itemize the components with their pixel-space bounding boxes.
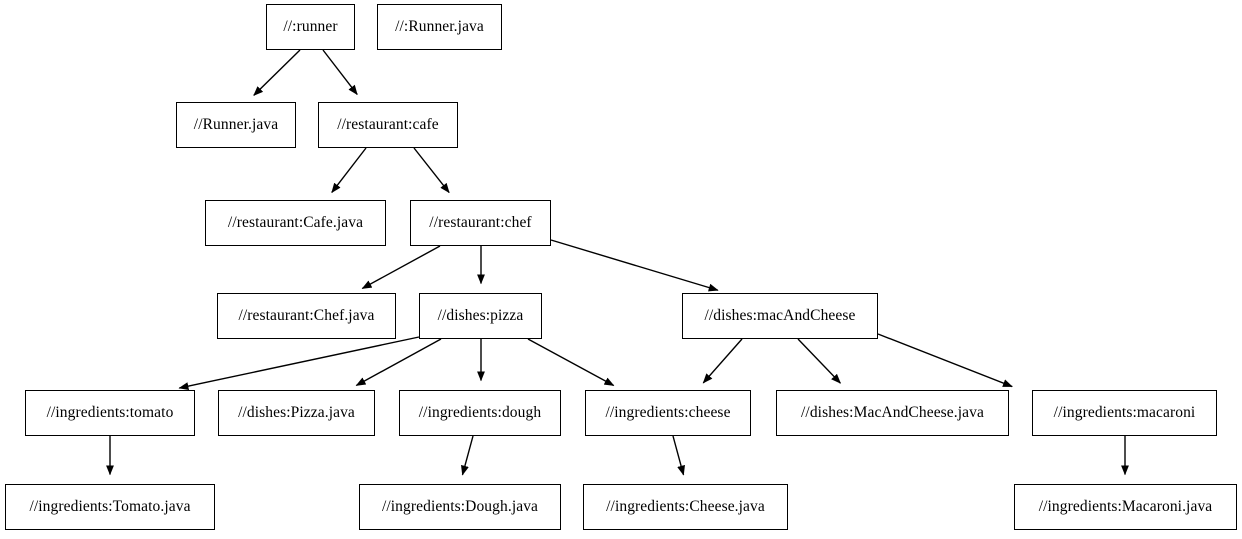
graph-node-label: //dishes:MacAndCheese.java [801, 404, 984, 422]
graph-node-chef[interactable]: //restaurant:chef [410, 200, 551, 246]
graph-node-tomato_java[interactable]: //ingredients:Tomato.java [5, 484, 215, 530]
graph-node-macaroni[interactable]: //ingredients:macaroni [1032, 390, 1217, 436]
graph-node-label: //ingredients:Macaroni.java [1038, 498, 1213, 516]
graph-node-label: //dishes:pizza [437, 307, 524, 325]
graph-node-label: //ingredients:tomato [46, 404, 174, 422]
graph-node-runner[interactable]: //:runner [266, 4, 355, 50]
graph-node-label: //ingredients:cheese [605, 404, 731, 422]
graph-node-runner_java[interactable]: //Runner.java [176, 102, 296, 148]
graph-node-label: //dishes:macAndCheese [704, 307, 856, 325]
graph-node-chef_java[interactable]: //restaurant:Chef.java [217, 293, 396, 339]
graph-node-label: //restaurant:cafe [337, 116, 439, 134]
graph-node-label: //Runner.java [193, 116, 279, 134]
graph-node-macaroni_java[interactable]: //ingredients:Macaroni.java [1014, 484, 1237, 530]
graph-node-cheese_java[interactable]: //ingredients:Cheese.java [583, 484, 788, 530]
graph-node-mac_and_cheese_java[interactable]: //dishes:MacAndCheese.java [776, 390, 1009, 436]
graph-node-label: //restaurant:Chef.java [238, 307, 375, 325]
graph-node-cheese[interactable]: //ingredients:cheese [585, 390, 751, 436]
graph-node-label: //ingredients:macaroni [1053, 404, 1196, 422]
graph-node-root_runner_java[interactable]: //:Runner.java [377, 4, 502, 50]
graph-node-label: //restaurant:Cafe.java [227, 214, 364, 232]
graph-node-label: //ingredients:Dough.java [381, 498, 539, 516]
graph-node-mac_and_cheese[interactable]: //dishes:macAndCheese [682, 293, 878, 339]
graph-node-label: //:Runner.java [395, 18, 484, 36]
graph-node-label: //ingredients:Tomato.java [29, 498, 191, 516]
graph-node-tomato[interactable]: //ingredients:tomato [25, 390, 195, 436]
graph-node-dough[interactable]: //ingredients:dough [399, 390, 561, 436]
graph-node-label: //:runner [283, 18, 338, 36]
graph-node-cafe[interactable]: //restaurant:cafe [318, 102, 458, 148]
graph-node-label: //restaurant:chef [429, 214, 532, 232]
graph-node-label: //ingredients:Cheese.java [606, 498, 765, 516]
graph-node-pizza_java[interactable]: //dishes:Pizza.java [218, 390, 375, 436]
graph-node-label: //ingredients:dough [418, 404, 542, 422]
graph-node-pizza[interactable]: //dishes:pizza [419, 293, 542, 339]
graph-node-label: //dishes:Pizza.java [238, 404, 355, 422]
graph-node-dough_java[interactable]: //ingredients:Dough.java [359, 484, 561, 530]
graph-node-cafe_java[interactable]: //restaurant:Cafe.java [205, 200, 386, 246]
